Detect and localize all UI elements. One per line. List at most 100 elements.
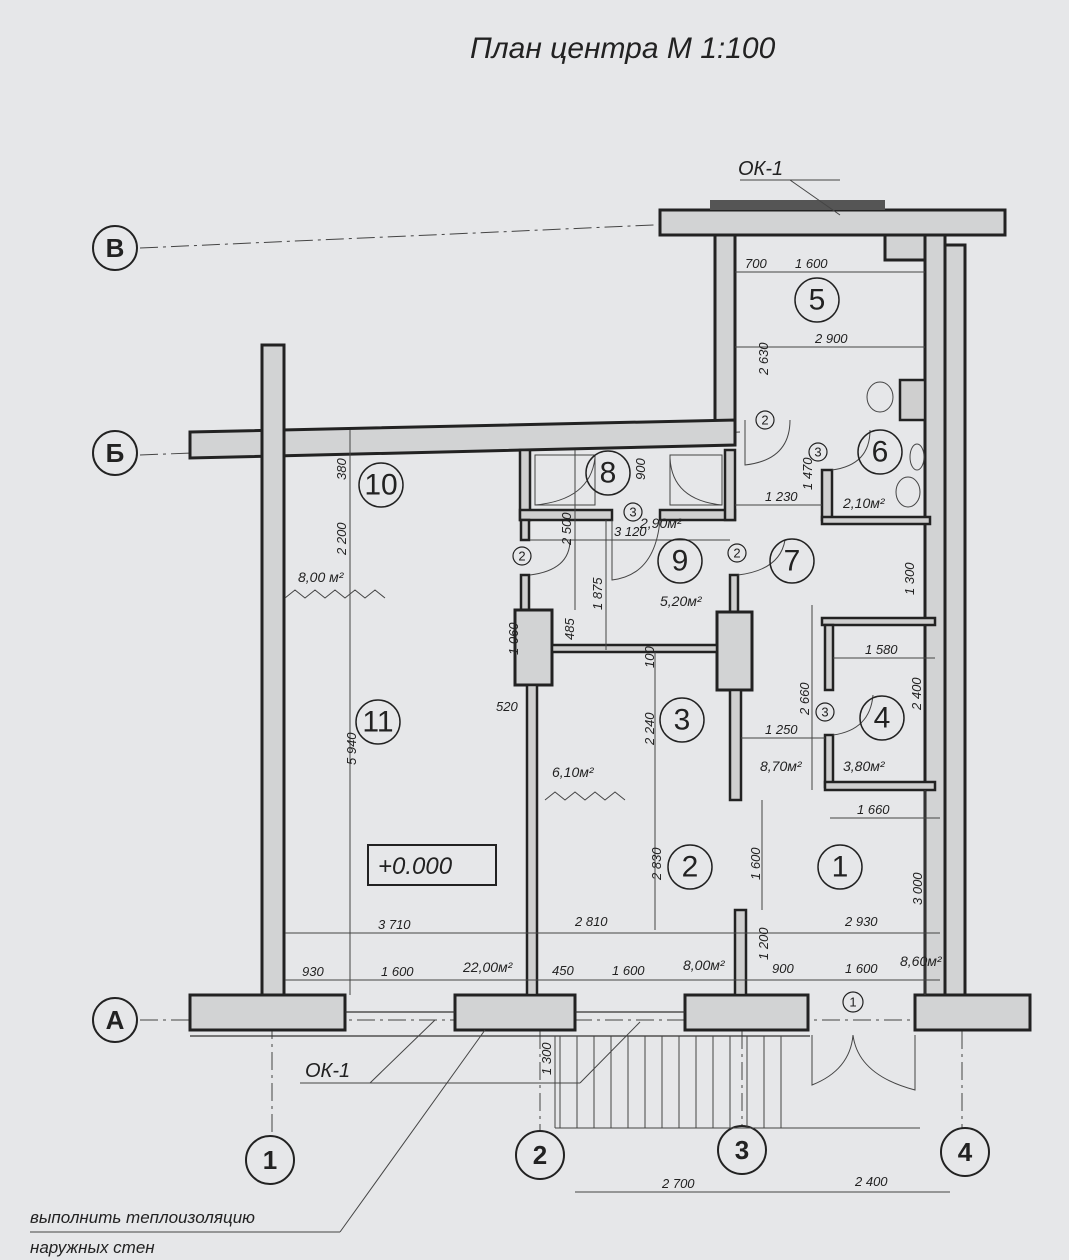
dimension-label: 2 930: [844, 914, 878, 929]
room-number: 9: [672, 545, 689, 578]
dimension-label: 2 400: [854, 1174, 888, 1189]
dimension-label: 1 200: [756, 927, 771, 960]
room-number: 4: [874, 702, 891, 735]
dimension-label: 2 200: [334, 522, 349, 556]
dimension-label: 1 600: [748, 847, 763, 880]
dimension-label: 2 700: [661, 1176, 695, 1191]
dimension-label: 1 660: [857, 802, 890, 817]
room-area: 2,90м²: [639, 515, 683, 531]
svg-text:А: А: [106, 1005, 125, 1035]
elevation-box: [367, 844, 497, 886]
dimension-label: 485: [562, 618, 577, 640]
room-number: 8: [600, 457, 617, 490]
window-ok1-top: [710, 200, 885, 210]
room-number: 5: [809, 284, 826, 317]
plan-title: План центра М 1:100: [470, 32, 776, 65]
room-area: 8,00 м²: [298, 569, 345, 585]
exterior-walls: [188, 200, 1032, 1037]
axis-bubble-3: 3: [717, 1125, 767, 1175]
svg-text:В: В: [106, 233, 125, 263]
door-mark: 1: [849, 995, 856, 1010]
dimension-label: 700: [745, 256, 767, 271]
dimension-label: 450: [552, 963, 574, 978]
dimension-label: 520: [496, 699, 518, 714]
door-mark: 2: [761, 413, 768, 428]
dimension-label: 1 230: [765, 489, 798, 504]
interior-partitions: [513, 378, 937, 997]
svg-text:1: 1: [263, 1145, 277, 1175]
axis-bubble-1: 1: [245, 1135, 295, 1185]
dimension-label: 1 580: [865, 642, 898, 657]
dimension-label: 1 600: [795, 256, 828, 271]
dimension-label: 2 630: [756, 342, 771, 376]
dimension-label: 1 300: [539, 1042, 554, 1075]
room-number: 6: [872, 436, 889, 469]
elevation-mark: +0.000: [378, 853, 453, 880]
window-mark-bottom: ОК-1: [305, 1060, 350, 1082]
door-mark: 2: [518, 549, 525, 564]
room-number: 1: [832, 851, 849, 884]
dimension-label: 2 810: [574, 914, 608, 929]
note-line-2: наружных стен: [30, 1238, 155, 1257]
note-line-1: выполнить теплоизоляцию: [30, 1208, 255, 1227]
fixtures: [534, 381, 925, 508]
dimension-label: 3 710: [378, 917, 411, 932]
dimension-label: 380: [334, 458, 349, 480]
dimension-label: 930: [302, 964, 324, 979]
dimension-label: 1 875: [590, 577, 605, 610]
room-number: 7: [784, 545, 801, 578]
dimension-label: 1 470: [800, 457, 815, 490]
hatch-break-lines: [284, 589, 626, 801]
room-numbers: [355, 277, 905, 890]
axis-bubble-a: А: [92, 997, 138, 1043]
dimension-label: 1 300: [902, 562, 917, 595]
dimension-label: 900: [772, 961, 794, 976]
room-area: 8,60м²: [900, 953, 943, 969]
door-mark: 3: [629, 505, 636, 520]
room-area: 22,00м²: [462, 959, 514, 975]
dimension-label: 2 900: [814, 331, 848, 346]
window-ok1-leaders: [30, 179, 841, 1233]
dimension-label: 3 000: [910, 872, 925, 905]
axis-bubble-v: В: [92, 225, 138, 271]
dimension-label: 2 500: [559, 512, 574, 546]
door-mark: 3: [814, 445, 821, 460]
window-mark-top: ОК-1: [738, 158, 783, 180]
room-number: 3: [674, 704, 691, 737]
dimension-label: 2 660: [797, 682, 812, 716]
room-number: 11: [362, 706, 393, 739]
room-number: 2: [682, 851, 699, 884]
dimension-label: 3 120: [614, 524, 647, 539]
room-number: 10: [364, 469, 397, 502]
dimension-label: 2 830: [649, 847, 664, 881]
svg-text:2: 2: [533, 1140, 547, 1170]
sink-icon: [866, 381, 894, 413]
room-area: 8,00м²: [683, 957, 726, 973]
dimension-label: 1 250: [765, 722, 798, 737]
axis-bubble-b: Б: [92, 430, 138, 476]
door-mark: 3: [821, 705, 828, 720]
axis-bubble-4: 4: [940, 1127, 990, 1177]
room-area: 3,80м²: [843, 758, 886, 774]
svg-text:4: 4: [958, 1137, 973, 1167]
dimension-label: 1 600: [612, 963, 645, 978]
entrance-steps: [555, 1036, 920, 1129]
dimension-label: 900: [633, 458, 648, 480]
room-area: 5,20м²: [660, 593, 703, 609]
door-mark: 2: [733, 546, 740, 561]
room-area: 8,70м²: [760, 758, 803, 774]
dimension-label: 2 240: [642, 712, 657, 746]
svg-text:3: 3: [735, 1135, 749, 1165]
room-area: 6,10м²: [552, 764, 595, 780]
dimension-label: 2 400: [909, 677, 924, 711]
dimension-label: 1 060: [506, 622, 521, 655]
dimension-label: 100: [642, 646, 657, 668]
axis-bubble-2: 2: [515, 1130, 565, 1180]
dimension-label: 1 600: [381, 964, 414, 979]
svg-text:Б: Б: [106, 438, 125, 468]
toilet-icon: [895, 476, 921, 508]
room-area: 2,10м²: [842, 495, 886, 511]
dimension-lines: [285, 271, 950, 1193]
dimension-label: 1 600: [845, 961, 878, 976]
